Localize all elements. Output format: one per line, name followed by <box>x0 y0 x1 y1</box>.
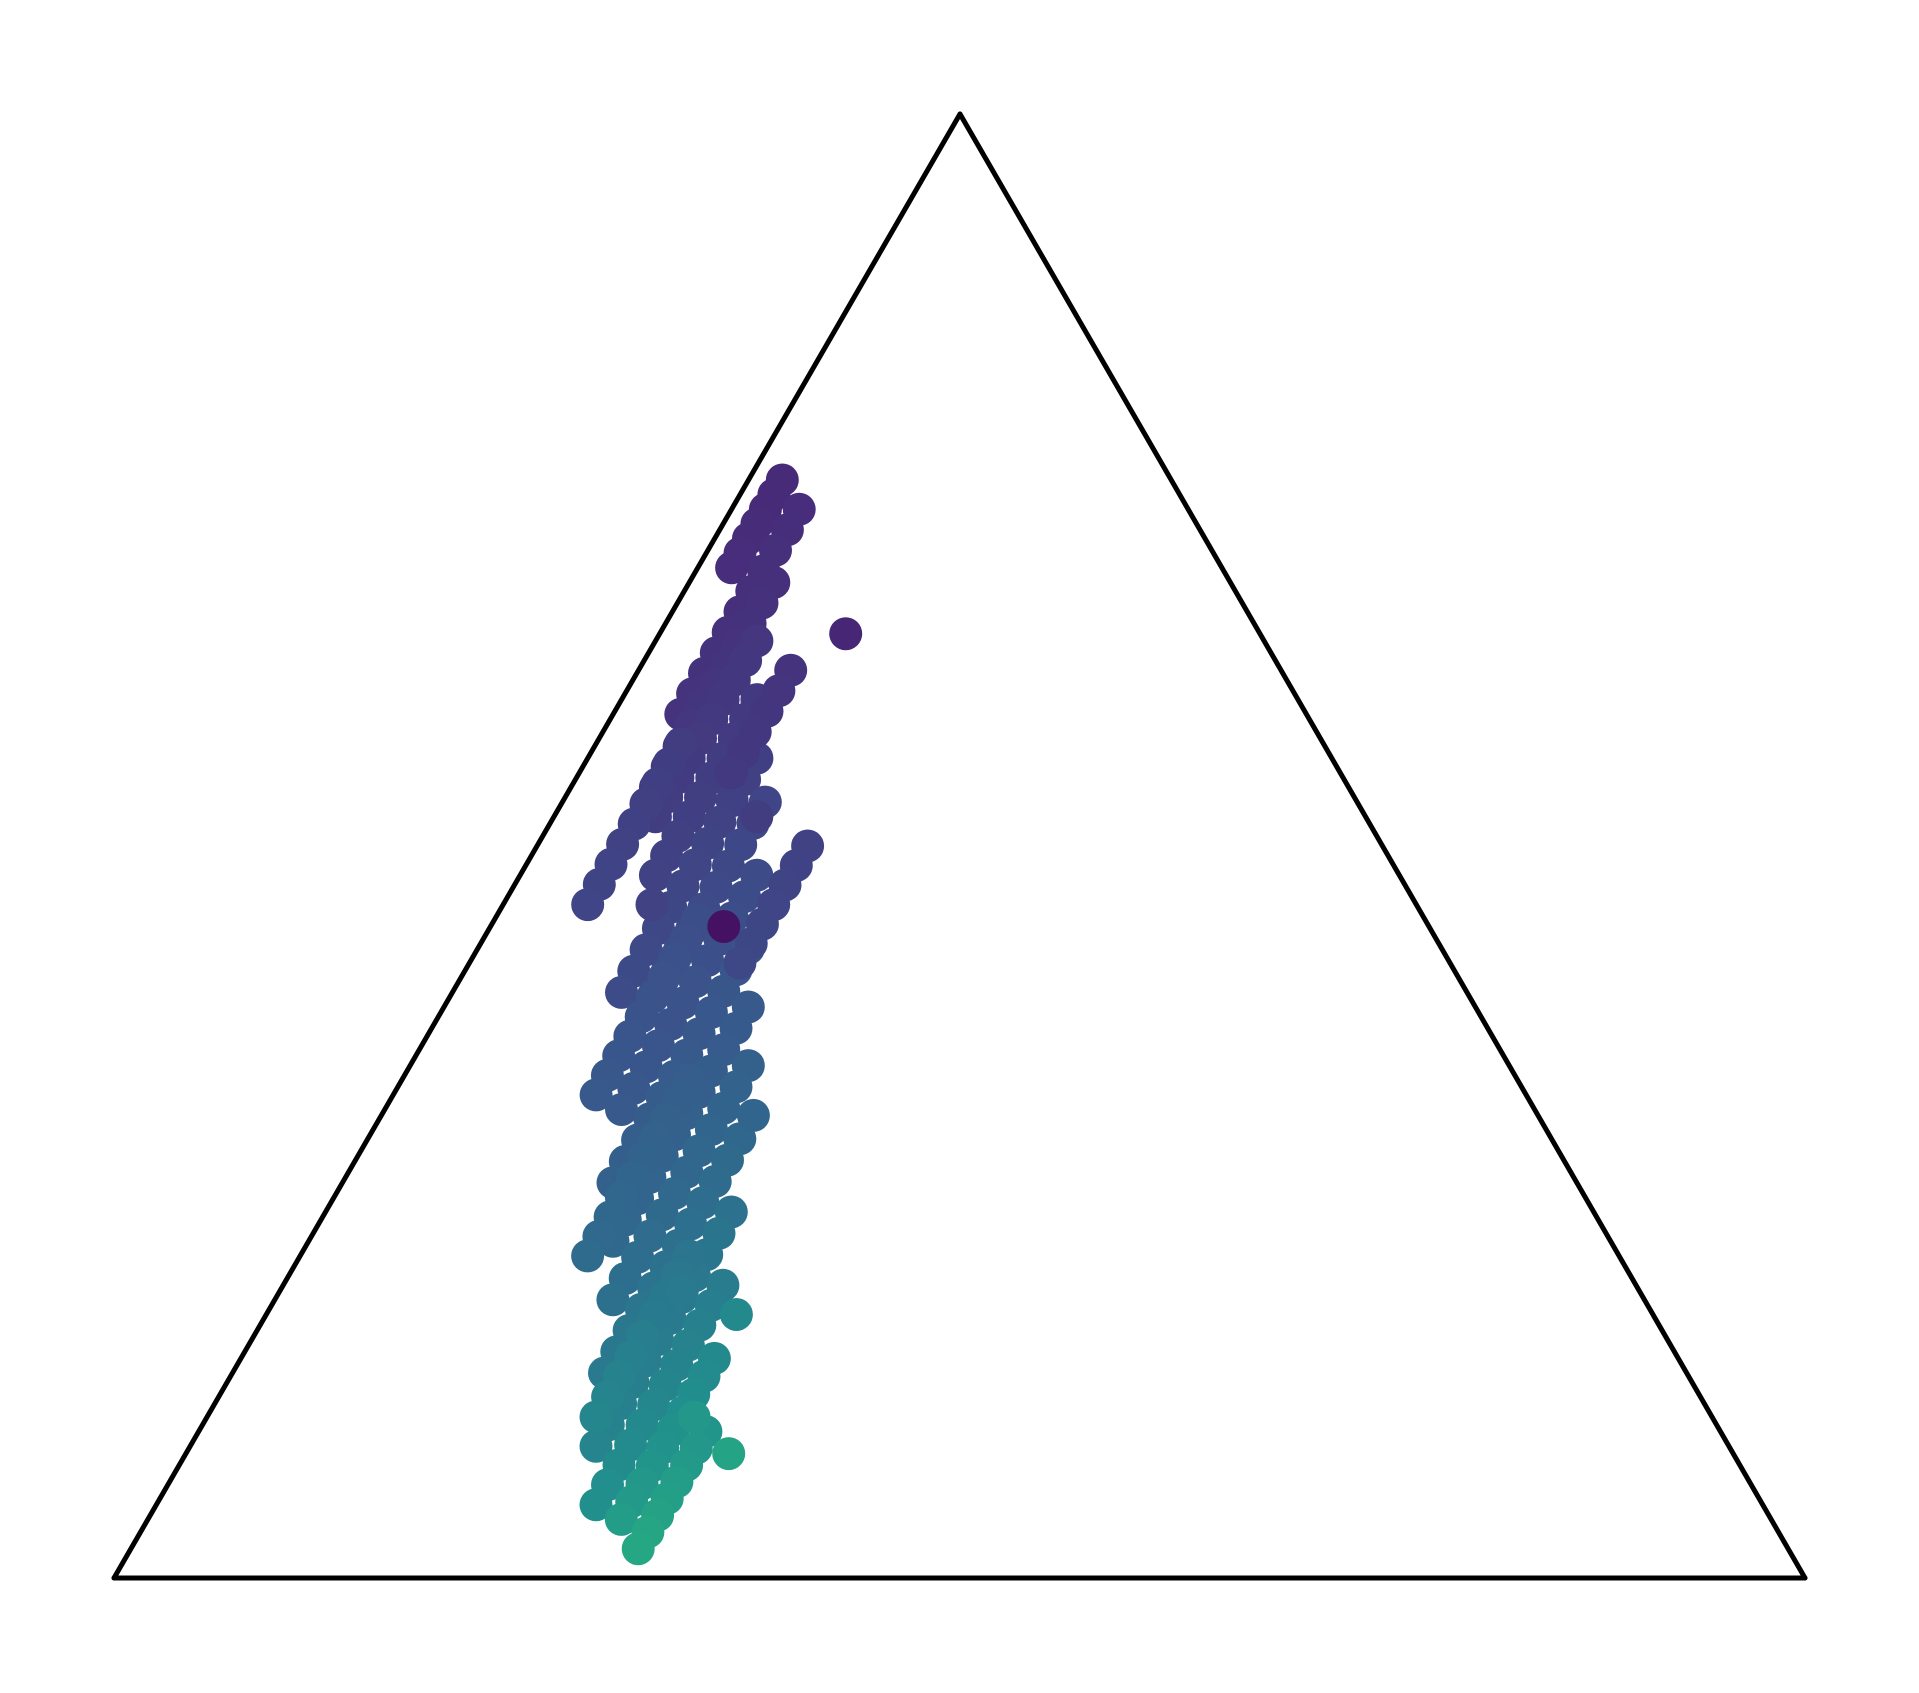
data-point-229 <box>719 1298 753 1331</box>
ternary-frame <box>111 111 1808 1581</box>
data-point-84 <box>605 1093 638 1126</box>
points-layer <box>571 463 863 1566</box>
data-point-203 <box>571 1239 605 1273</box>
data-point-227 <box>707 910 741 943</box>
data-point-233 <box>635 888 669 922</box>
data-point-60 <box>605 975 638 1009</box>
data-point-228 <box>736 1098 770 1132</box>
data-point-48 <box>638 858 672 892</box>
data-point-174 <box>621 1532 655 1566</box>
data-point-6 <box>715 551 749 585</box>
data-point-232 <box>712 1437 746 1471</box>
data-point-183 <box>571 888 605 922</box>
data-point-226 <box>829 617 863 651</box>
data-point-193 <box>579 1078 613 1112</box>
data-point-120 <box>596 1283 630 1317</box>
ternary-frame-right-edge <box>957 111 1808 1581</box>
data-point-225 <box>723 946 757 980</box>
data-point-230 <box>665 1274 699 1308</box>
data-point-156 <box>579 1488 613 1522</box>
data-point-212 <box>579 1400 613 1434</box>
data-point-218 <box>715 756 748 790</box>
data-point-166 <box>604 1502 638 1536</box>
data-point-231 <box>677 1400 711 1434</box>
data-point-234 <box>740 800 774 834</box>
ternary-frame-left-edge <box>111 111 963 1581</box>
data-point-144 <box>579 1429 613 1463</box>
